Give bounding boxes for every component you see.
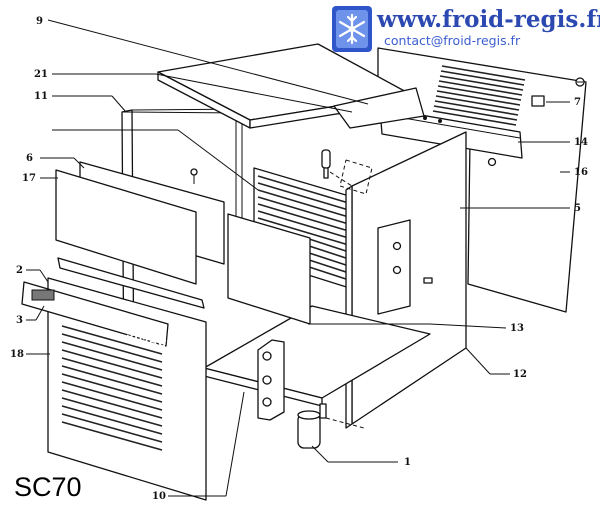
snowflake-logo-icon [332, 6, 372, 52]
callout-3: 3 [16, 315, 23, 326]
callout-21: 21 [34, 69, 48, 80]
callout-12: 12 [513, 369, 527, 380]
rear-louvres [432, 65, 526, 126]
site-url[interactable]: www.froid-regis.fr [376, 6, 600, 33]
callout-5: 5 [574, 203, 581, 214]
callout-16: 16 [574, 167, 588, 178]
callout-18: 18 [10, 349, 24, 360]
callout-14: 14 [574, 137, 588, 148]
callout-2: 2 [16, 265, 23, 276]
contact-email[interactable]: contact@froid-regis.fr [384, 33, 521, 48]
callout-9: 9 [36, 16, 43, 27]
model-label: SC70 [14, 472, 82, 502]
front-panel: SIMAG [21, 257, 207, 501]
foot [297, 403, 365, 449]
callout-7: 7 [574, 97, 581, 108]
site-header[interactable]: www.froid-regis.fr contact@froid-regis.f… [332, 6, 600, 52]
callout-17: 17 [22, 173, 36, 184]
callout-13: 13 [510, 323, 524, 334]
leader-lines [26, 19, 570, 497]
air-filter [55, 161, 225, 285]
base-bracket [257, 339, 285, 421]
callout-labels: 9 21 11 6 17 2 3 18 7 14 16 5 13 12 1 10 [10, 16, 588, 502]
screw-clip [531, 77, 585, 107]
callout-11: 11 [34, 91, 48, 102]
callout-10: 10 [152, 491, 166, 502]
inner-cover [333, 87, 425, 129]
callout-6: 6 [26, 153, 33, 164]
sensor-valve [321, 149, 373, 195]
right-side-panel [345, 131, 467, 429]
callout-1: 1 [404, 457, 411, 468]
cabinet-drawing: SIMAG [21, 43, 587, 501]
